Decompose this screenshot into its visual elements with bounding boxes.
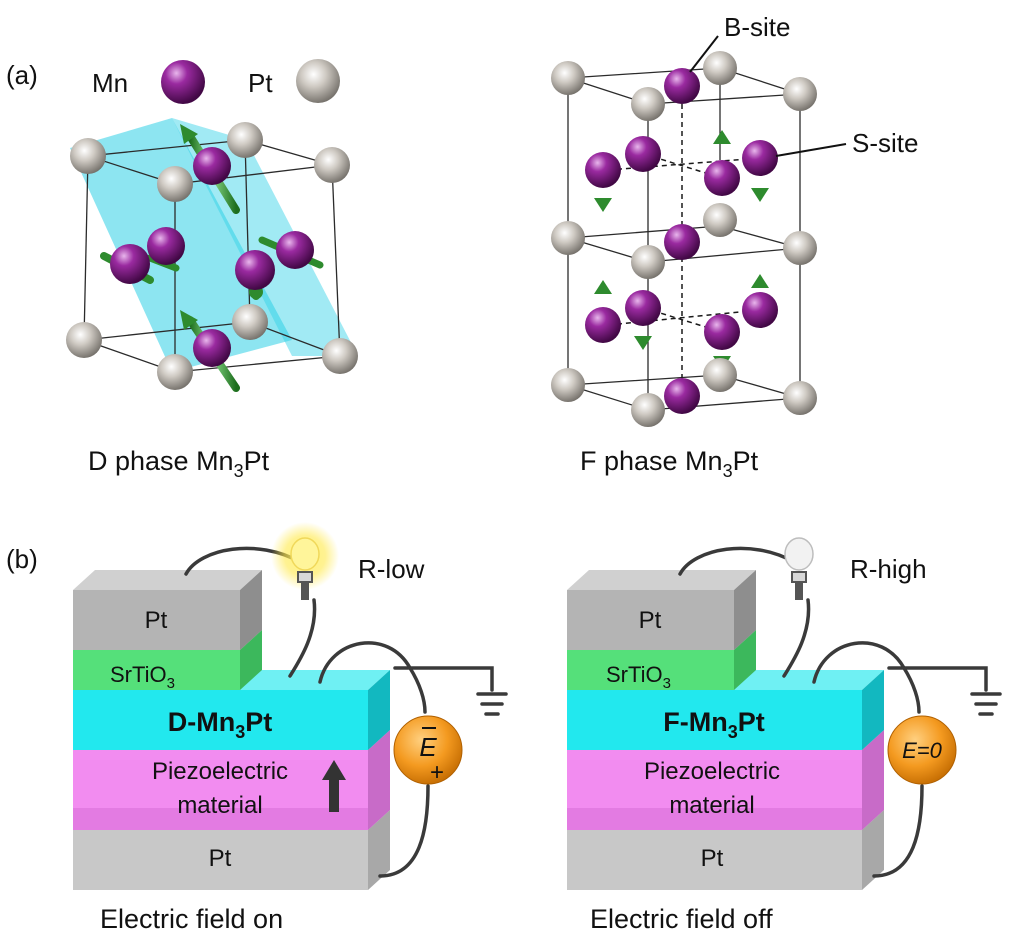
d-phase-pt-atoms <box>66 122 358 390</box>
mn3pt-film <box>73 690 368 750</box>
film-label: D-Mn3Pt <box>168 707 273 742</box>
top-pt-electrode <box>73 590 240 650</box>
bottom-pt-label: Pt <box>701 845 724 872</box>
ground-icon <box>476 692 508 716</box>
f-phase-pt-atoms <box>551 51 817 427</box>
legend-pt-sphere <box>296 59 340 103</box>
b-site-atom <box>664 68 700 104</box>
wire-top <box>678 546 796 576</box>
wire-film <box>782 598 811 678</box>
piezo-label-line2: material <box>177 792 262 819</box>
bottom-pt-electrode <box>567 830 862 890</box>
top-pt-label: Pt <box>639 607 662 634</box>
light-bulb-icon <box>290 537 320 600</box>
mn3pt-film <box>567 690 862 750</box>
source-field-label: E <box>419 732 437 762</box>
resistance-label: R-high <box>850 554 927 584</box>
piezo-label-line1: Piezoelectric <box>152 758 288 785</box>
f-phase-caption: F phase Mn3Pt <box>580 446 759 481</box>
srtio3-label: SrTiO3 <box>606 662 671 692</box>
panel-a-label: (a) <box>6 60 38 90</box>
top-pt-electrode <box>567 590 734 650</box>
voltage-source: E + <box>393 715 463 786</box>
b-site-leader <box>689 35 719 73</box>
wire-source-top <box>318 641 427 714</box>
light-bulb-icon <box>784 537 814 600</box>
field-on-caption: Electric field on <box>100 904 283 934</box>
device-field-on: Pt SrTiO3 D-Mn3Pt Piezoelectric material… <box>73 522 508 934</box>
source-zero-label: E=0 <box>902 738 943 763</box>
wire-film <box>288 598 317 678</box>
srtio3-label: SrTiO3 <box>110 662 175 692</box>
wire-ground <box>393 666 494 692</box>
b-site-label: B-site <box>724 12 790 42</box>
wire-source-bottom <box>872 784 924 878</box>
s-site-atom <box>742 140 778 176</box>
panel-b-label: (b) <box>6 544 38 574</box>
bottom-pt-label: Pt <box>209 845 232 872</box>
wire-source-bottom <box>378 784 430 878</box>
s-site-label: S-site <box>852 128 918 158</box>
s-site-leader <box>775 143 847 157</box>
device-field-off: Pt SrTiO3 F-Mn3Pt Piezoelectric material… <box>567 537 1002 934</box>
top-pt-label: Pt <box>145 607 168 634</box>
voltage-source: E=0 <box>887 715 957 785</box>
source-polarity-label: + <box>430 759 444 786</box>
legend-pt-label: Pt <box>248 68 273 98</box>
f-phase-structure: B-site S-site F phase Mn3Pt <box>551 12 918 481</box>
polarization-arrow <box>322 760 346 812</box>
f-phase-mn-atoms <box>585 68 778 414</box>
d-phase-caption: D phase Mn3Pt <box>88 446 270 481</box>
piezo-label-line1: Piezoelectric <box>644 758 780 785</box>
atom-legend: Mn Pt <box>92 59 340 104</box>
srtio3-layer <box>73 650 240 690</box>
wire-ground <box>887 666 988 692</box>
srtio3-layer <box>567 650 734 690</box>
piezo-label-line2: material <box>669 792 754 819</box>
wire-source-top <box>812 641 921 714</box>
film-label: F-Mn3Pt <box>663 707 764 742</box>
bottom-pt-electrode <box>73 830 368 890</box>
d-phase-mn-atoms <box>110 147 314 367</box>
legend-mn-label: Mn <box>92 68 128 98</box>
d-phase-structure: D phase Mn3Pt <box>66 118 358 481</box>
legend-mn-sphere <box>161 60 205 104</box>
ground-icon <box>970 692 1002 716</box>
field-off-caption: Electric field off <box>590 904 773 934</box>
resistance-label: R-low <box>358 554 425 584</box>
